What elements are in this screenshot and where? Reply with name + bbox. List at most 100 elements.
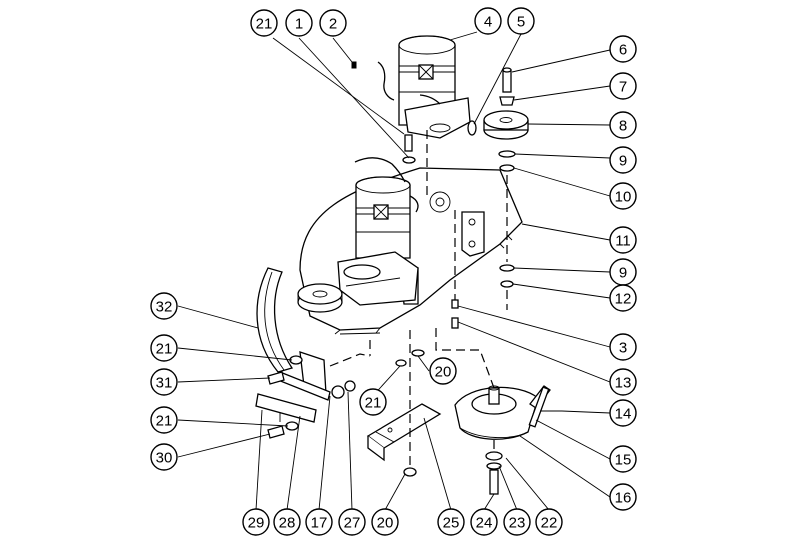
callout-circle — [319, 9, 347, 37]
callout-circle — [242, 508, 270, 536]
callout-number: 28 — [279, 515, 296, 532]
callout-7: 7 — [609, 72, 637, 100]
callout-circle — [609, 333, 637, 361]
callout-17: 17 — [305, 508, 333, 536]
callout-circle — [470, 508, 498, 536]
callout-10: 10 — [609, 182, 637, 210]
callout-13: 13 — [609, 368, 637, 396]
callout-number: 16 — [615, 490, 632, 507]
callout-number: 21 — [156, 341, 173, 358]
callout-number: 27 — [344, 515, 361, 532]
callout-number: 6 — [619, 42, 627, 59]
callout-32: 32 — [150, 292, 178, 320]
callout-circle — [150, 406, 178, 434]
lower-motor — [297, 157, 419, 313]
callout-9: 9 — [609, 146, 637, 174]
belt-guard — [256, 267, 294, 373]
callout-circle — [150, 334, 178, 362]
callout-number: 21 — [256, 16, 273, 33]
callout-number: 9 — [619, 153, 627, 170]
callout-circle — [609, 226, 637, 254]
callout-6: 6 — [609, 35, 637, 63]
callout-number: 14 — [615, 406, 632, 423]
callout-circle — [285, 9, 313, 37]
callout-number: 30 — [156, 450, 173, 467]
callout-number: 8 — [619, 118, 627, 135]
callout-circle — [429, 357, 457, 385]
callout-21: 21 — [250, 9, 278, 37]
callout-8: 8 — [609, 111, 637, 139]
callout-circle — [609, 72, 637, 100]
callout-circle — [535, 508, 563, 536]
callout-number: 5 — [517, 14, 525, 31]
callout-circle — [609, 35, 637, 63]
callout-9: 9 — [609, 258, 637, 286]
center-hardware — [351, 61, 459, 477]
callout-30: 30 — [150, 443, 178, 471]
callout-23: 23 — [503, 508, 531, 536]
callout-16: 16 — [609, 483, 637, 511]
left-bracket-assembly — [255, 351, 356, 439]
callout-11: 11 — [609, 226, 637, 254]
callout-28: 28 — [273, 508, 301, 536]
callout-number: 7 — [619, 79, 627, 96]
assembly-lines — [329, 130, 508, 470]
callout-circle — [609, 111, 637, 139]
callout-number: 15 — [615, 452, 632, 469]
upper-motor — [377, 35, 477, 139]
callout-circle — [371, 508, 399, 536]
callout-number: 31 — [156, 375, 173, 392]
callout-21: 21 — [359, 388, 387, 416]
clutch-assembly — [454, 385, 562, 495]
callout-circle — [609, 146, 637, 174]
callout-3: 3 — [609, 333, 637, 361]
callout-circle — [609, 399, 637, 427]
callout-25: 25 — [437, 508, 465, 536]
callout-20: 20 — [429, 357, 457, 385]
callout-number: 22 — [541, 515, 558, 532]
callout-15: 15 — [609, 445, 637, 473]
callout-14: 14 — [609, 399, 637, 427]
callout-circle — [503, 508, 531, 536]
callout-number: 24 — [476, 515, 493, 532]
callout-circle — [338, 508, 366, 536]
callout-number: 11 — [615, 233, 631, 250]
right-pulley-stack — [483, 67, 529, 288]
callout-number: 21 — [365, 395, 382, 412]
callout-circle — [609, 182, 637, 210]
callout-circle — [359, 388, 387, 416]
callout-29: 29 — [242, 508, 270, 536]
callout-number: 4 — [484, 14, 492, 31]
callout-circle — [250, 9, 278, 37]
callout-1: 1 — [285, 9, 313, 37]
callout-circle — [609, 483, 637, 511]
callout-circle — [609, 445, 637, 473]
callout-number: 20 — [377, 515, 394, 532]
callout-number: 29 — [248, 515, 265, 532]
callout-number: 9 — [619, 265, 627, 282]
callout-circle — [507, 7, 535, 35]
callout-27: 27 — [338, 508, 366, 536]
callout-number: 3 — [619, 340, 627, 357]
callout-number: 21 — [156, 413, 173, 430]
callout-number: 10 — [615, 189, 632, 206]
callout-21: 21 — [150, 406, 178, 434]
callout-4: 4 — [474, 7, 502, 35]
callout-22: 22 — [535, 508, 563, 536]
callout-circle — [150, 443, 178, 471]
callout-number: 2 — [329, 16, 337, 33]
callout-circle — [609, 284, 637, 312]
lower-bracket — [366, 403, 442, 462]
callout-31: 31 — [150, 368, 178, 396]
callout-number: 1 — [295, 16, 303, 33]
callout-5: 5 — [507, 7, 535, 35]
callout-2: 2 — [319, 9, 347, 37]
callout-number: 17 — [311, 515, 328, 532]
callout-circle — [150, 292, 178, 320]
callout-number: 13 — [615, 375, 632, 392]
callout-21: 21 — [150, 334, 178, 362]
callout-circle — [273, 508, 301, 536]
